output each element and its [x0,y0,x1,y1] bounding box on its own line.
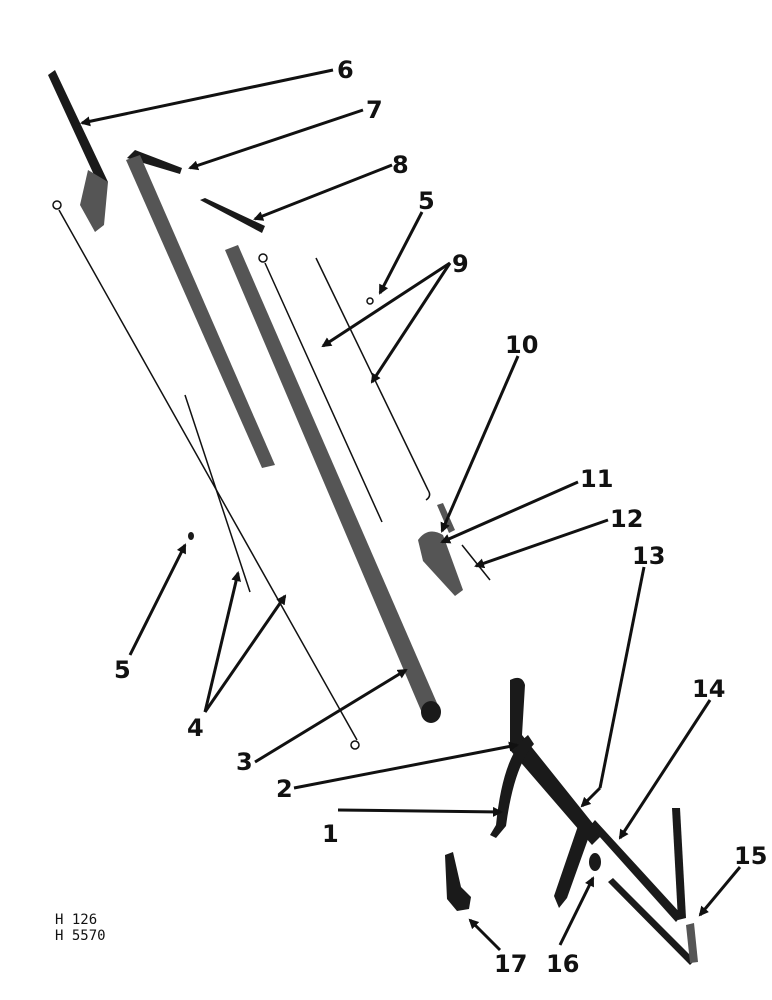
callout-2: 2 [276,775,293,803]
callout-5-upper: 5 [418,187,435,215]
callout-8: 8 [392,151,409,179]
part-5-pin-upper [366,297,374,305]
part-3-rod [225,245,440,720]
callout-13: 13 [632,542,665,570]
callout-14: 14 [692,675,725,703]
reference-codes: H 126 H 5570 [55,912,106,944]
callout-15: 15 [734,842,767,870]
reference-code-2: H 5570 [55,928,106,944]
callout-1: 1 [322,820,339,848]
reference-code-1: H 126 [55,912,98,928]
callout-3: 3 [236,748,253,776]
part-4-wires [52,200,360,750]
callout-4: 4 [187,714,204,742]
callout-17: 17 [494,950,527,978]
part-2-fork-bracket [490,677,602,908]
callout-11: 11 [580,465,613,493]
part-16-nut [589,853,601,871]
callout-12: 12 [610,505,643,533]
callout-16: 16 [546,950,579,978]
callout-9: 9 [452,250,469,278]
callout-6: 6 [337,56,354,84]
part-14-v-bracket [590,808,686,922]
callout-7: 7 [366,96,383,124]
part-7-main-bar [126,150,275,468]
leader-lines [80,68,742,952]
callout-5-lower: 5 [114,656,131,684]
callout-10: 10 [505,331,538,359]
part-15-rod [608,878,695,965]
part-8-clip [200,198,265,233]
part-17-link [445,852,471,911]
callout-labels: 6 7 8 5 9 10 11 12 13 14 15 5 4 3 2 1 17… [114,56,767,978]
part-6-bracket-bar [48,70,108,232]
part-15-spring [686,923,698,963]
part-5-pin-lower [188,532,194,540]
part-10-spring [437,503,455,533]
part-3-rod-end [421,701,441,723]
part-11-hook [418,531,463,596]
